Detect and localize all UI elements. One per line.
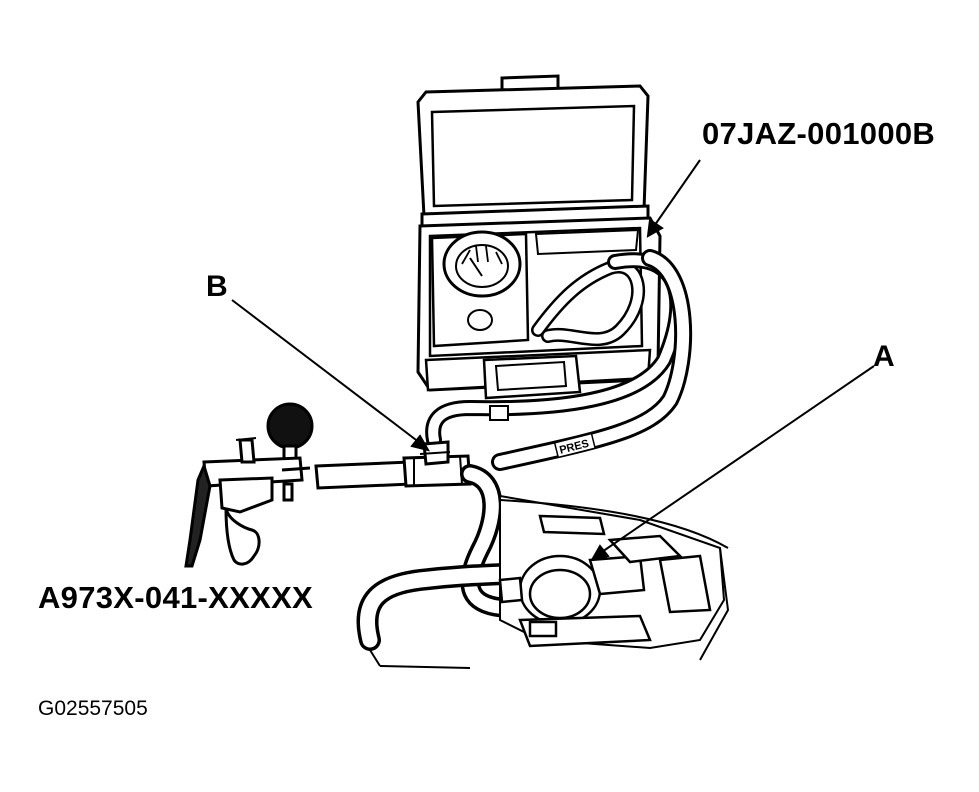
figure-id: G02557505 xyxy=(38,697,148,720)
evap-canister-assembly xyxy=(498,494,726,650)
t-fitting xyxy=(314,440,472,490)
vehicle-body-lines xyxy=(369,499,730,669)
callout-a: A xyxy=(873,340,895,373)
leader-lines xyxy=(231,159,875,562)
hand-vacuum-pump xyxy=(184,402,314,568)
vacuum-pump-part-number-label: A973X-041-XXXXX xyxy=(38,580,314,615)
hose-clip xyxy=(489,405,509,421)
tester-gauge xyxy=(442,230,522,331)
tester-part-number-label: 07JAZ-001000B xyxy=(702,116,936,151)
pres-hose-tag: PRES xyxy=(553,432,597,459)
tester-case xyxy=(416,74,662,400)
callout-b: B xyxy=(206,270,228,303)
